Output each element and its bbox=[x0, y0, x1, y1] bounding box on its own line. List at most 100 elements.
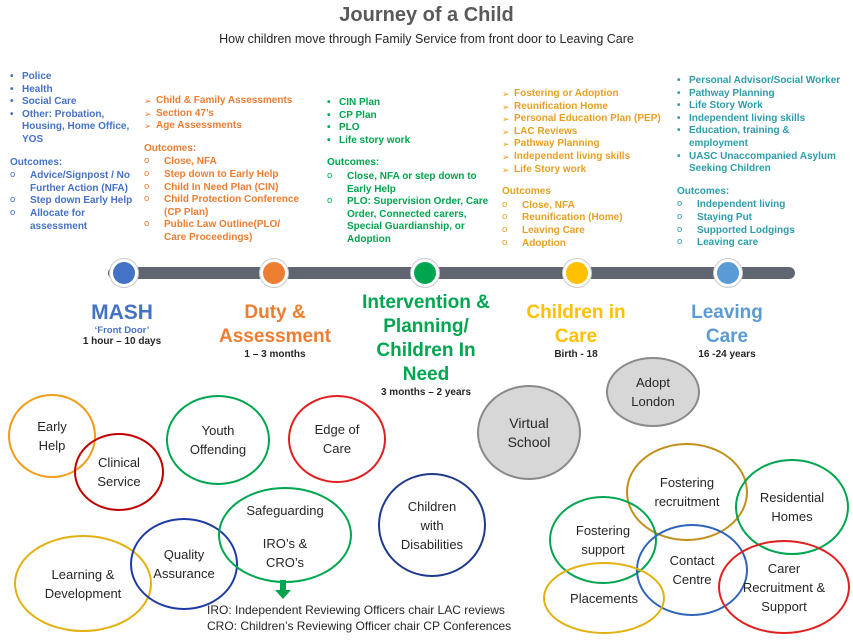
list-item: Child & Family Assessments bbox=[144, 95, 302, 108]
outcomes-heading: Outcomes bbox=[502, 186, 551, 198]
stage-name: Intervention & Planning/ Children In Nee… bbox=[362, 292, 490, 385]
footnote-cro: CRO: Children’s Reviewing Officer chair … bbox=[207, 619, 512, 633]
list-item: Supported Lodgings bbox=[677, 224, 849, 238]
page-subtitle: How children move through Family Service… bbox=[219, 32, 634, 46]
outcomes-heading: Outcomes: bbox=[327, 157, 380, 169]
stage-duration: Birth - 18 bbox=[554, 349, 598, 360]
list-item: Pathway Planning bbox=[502, 138, 674, 151]
list-item: Personal Education Plan (PEP) bbox=[502, 113, 674, 126]
circle-label: Fostering recruitment bbox=[654, 475, 720, 509]
outcomes-heading: Outcomes: bbox=[144, 142, 197, 154]
list-item: Allocate for assessment bbox=[10, 207, 138, 233]
list-item: PLO: Supervision Order, Care Order, Conn… bbox=[327, 195, 493, 246]
circle-label: Early Help bbox=[37, 419, 67, 453]
circle-label: IRO’s & CRO’s bbox=[262, 535, 308, 570]
leaving-care-column: Personal Advisor/Social Worker Pathway P… bbox=[677, 75, 849, 250]
timeline-node-mash bbox=[110, 259, 138, 287]
list-item: CIN Plan bbox=[327, 97, 493, 110]
timeline-node-children-in-care bbox=[563, 259, 591, 287]
mash-column: Police Health Social Care Other: Probati… bbox=[10, 71, 138, 233]
leaving-care-outcomes-list: Independent living Staying Put Supported… bbox=[677, 198, 849, 250]
list-item: Adoption bbox=[502, 237, 674, 251]
circle-label: Safeguarding bbox=[246, 502, 324, 518]
timeline-node-intervention bbox=[411, 259, 439, 287]
circle-label: Children with Disabilities bbox=[400, 498, 464, 552]
carer-recruitment-circle: Carer Recruitment & Support bbox=[718, 540, 850, 634]
youth-offending-circle: Youth Offending bbox=[166, 395, 270, 485]
list-item: Reunification (Home) bbox=[502, 211, 674, 225]
list-item: Advice/Signpost / No Further Action (NFA… bbox=[10, 169, 138, 195]
circle-label: Fostering support bbox=[575, 523, 631, 557]
stage-duration: 3 months – 2 years bbox=[380, 387, 472, 398]
stage-duty: Duty & Assessment 1 – 3 months bbox=[205, 301, 345, 360]
leaving-care-items-list: Personal Advisor/Social Worker Pathway P… bbox=[677, 75, 849, 176]
stage-mash: MASH ‘Front Door’ 1 hour – 10 days bbox=[62, 301, 182, 347]
list-item: Life Story Work bbox=[677, 100, 849, 113]
list-item: CP Plan bbox=[327, 110, 493, 123]
outcomes-heading: Outcomes: bbox=[677, 185, 730, 197]
footnote-iro: IRO: Independent Reviewing Officers chai… bbox=[207, 603, 505, 617]
safeguarding-circle: Safeguarding IRO’s & CRO’s bbox=[218, 487, 352, 583]
circle-label: Quality Assurance bbox=[153, 547, 215, 581]
stage-name: Duty & Assessment bbox=[219, 302, 331, 347]
list-item: Life story work bbox=[327, 135, 493, 148]
list-item: Independent living skills bbox=[677, 113, 849, 126]
circle-label: Virtual School bbox=[507, 414, 551, 450]
list-item: Step down to Early Help bbox=[144, 168, 302, 182]
list-item: UASC Unaccompanied Asylum Seeking Childr… bbox=[677, 151, 849, 176]
list-item: Leaving care bbox=[677, 236, 849, 250]
circle-label: Placements bbox=[570, 590, 638, 606]
list-item: Close, NFA bbox=[144, 155, 302, 169]
footnote: IRO: Independent Reviewing Officers chai… bbox=[207, 602, 511, 634]
list-item: Independent living bbox=[677, 198, 849, 212]
mash-outcomes-list: Advice/Signpost / No Further Action (NFA… bbox=[10, 169, 138, 233]
list-item: Reunification Home bbox=[502, 101, 674, 114]
learning-development-circle: Learning & Development bbox=[14, 535, 152, 632]
intervention-items-list: CIN Plan CP Plan PLO Life story work bbox=[327, 97, 493, 147]
list-item: Close, NFA bbox=[502, 199, 674, 213]
list-item: Other: Probation, Housing, Home Office, … bbox=[10, 109, 138, 147]
stage-name: Children in Care bbox=[526, 302, 626, 347]
early-help-circle: Early Help bbox=[8, 394, 96, 478]
children-in-care-column: Fostering or Adoption Reunification Home… bbox=[502, 88, 674, 250]
circle-label: Carer Recruitment & Support bbox=[742, 560, 826, 614]
list-item: Public Law Outline(PLO/ Care Proceedings… bbox=[144, 218, 302, 244]
circle-label: Edge of Care bbox=[314, 422, 360, 456]
duty-items-list: Child & Family Assessments Section 47’s … bbox=[144, 95, 302, 133]
adopt-london-circle: Adopt London bbox=[606, 357, 700, 427]
stage-name: Leaving Care bbox=[691, 302, 763, 347]
list-item: Personal Advisor/Social Worker bbox=[677, 75, 849, 88]
down-arrow-icon bbox=[275, 580, 291, 599]
intervention-outcomes-list: Close, NFA or step down to Early Help PL… bbox=[327, 170, 493, 247]
mash-items-list: Police Health Social Care Other: Probati… bbox=[10, 71, 138, 147]
cic-items-list: Fostering or Adoption Reunification Home… bbox=[502, 88, 674, 176]
circle-label: Clinical Service bbox=[97, 455, 141, 489]
duty-outcomes-list: Close, NFA Step down to Early Help Child… bbox=[144, 155, 302, 244]
list-item: Life Story work bbox=[502, 164, 674, 177]
stage-name: MASH bbox=[91, 301, 153, 324]
stage-duration: 1 – 3 months bbox=[244, 349, 306, 360]
circle-label: Residential Homes bbox=[759, 490, 825, 524]
list-item: Age Assessments bbox=[144, 120, 302, 133]
duty-column: Child & Family Assessments Section 47’s … bbox=[144, 95, 302, 245]
cic-outcomes-list: Close, NFA Reunification (Home) Leaving … bbox=[502, 199, 674, 251]
edge-of-care-circle: Edge of Care bbox=[288, 395, 386, 483]
stage-note: ‘Front Door’ bbox=[94, 325, 150, 336]
timeline-node-leaving-care bbox=[714, 259, 742, 287]
timeline-bar bbox=[108, 267, 795, 279]
list-item: Close, NFA or step down to Early Help bbox=[327, 170, 493, 196]
list-item: Staying Put bbox=[677, 211, 849, 225]
circle-label: Youth Offending bbox=[189, 423, 247, 457]
placements-circle: Placements bbox=[543, 562, 665, 634]
virtual-school-circle: Virtual School bbox=[477, 385, 581, 480]
stage-children-in-care: Children in Care Birth - 18 bbox=[515, 301, 637, 360]
circle-label: Learning & Development bbox=[44, 566, 122, 601]
list-item: LAC Reviews bbox=[502, 126, 674, 139]
list-item: Fostering or Adoption bbox=[502, 88, 674, 101]
stage-intervention: Intervention & Planning/ Children In Nee… bbox=[356, 291, 496, 398]
stage-duration: 1 hour – 10 days bbox=[82, 336, 162, 347]
timeline-node-duty bbox=[260, 259, 288, 287]
list-item: PLO bbox=[327, 122, 493, 135]
clinical-service-circle: Clinical Service bbox=[74, 433, 164, 511]
stage-duration: 16 -24 years bbox=[698, 349, 756, 360]
